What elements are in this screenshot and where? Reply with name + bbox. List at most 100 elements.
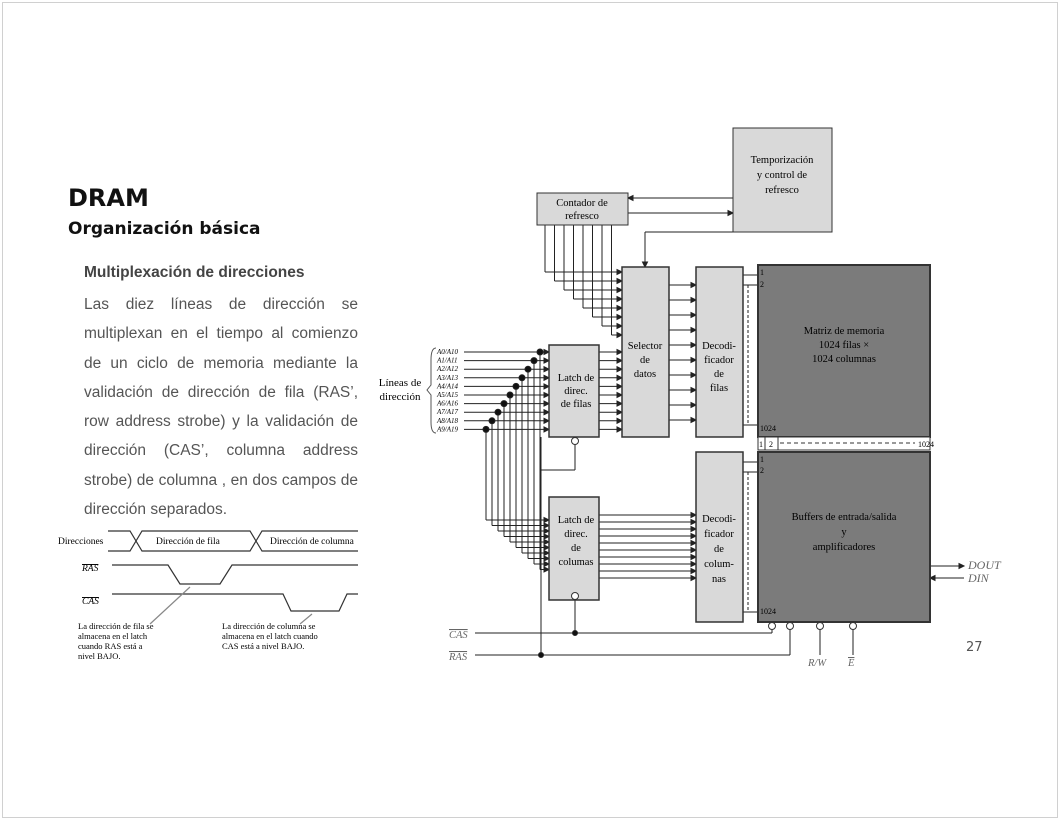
arrowhead (543, 544, 551, 551)
arrowhead (543, 566, 551, 573)
arrowhead (690, 553, 698, 561)
arrowhead (616, 400, 624, 407)
row-latch-label-line: Latch de (558, 373, 595, 384)
timing-control-label-line: Temporización (751, 155, 815, 166)
row-decoder-label-line: de (714, 369, 724, 380)
timing-field-col: Dirección de columna (270, 537, 355, 547)
arrowhead (543, 391, 551, 399)
address-line-label: A5/A15 (436, 391, 458, 399)
buffer-index-1024: 1024 (760, 607, 776, 616)
active-low-bubble (786, 622, 794, 630)
arrowhead (690, 546, 698, 554)
arrowhead (690, 281, 698, 289)
arrowhead (543, 383, 551, 390)
timing-field-row: Dirección de fila (156, 536, 221, 547)
arrowhead (543, 538, 551, 546)
io-buffers-label-line: Buffers de entrada/salida (792, 512, 897, 523)
junction-dot (488, 417, 496, 425)
slide-subtitle: Organización básica (68, 219, 261, 239)
arrowhead (690, 511, 698, 519)
timing-note-row-line: nivel BAJO. (78, 651, 121, 661)
active-low-bubble (849, 622, 857, 630)
data-selector-label-line: datos (634, 369, 656, 380)
arrowhead (690, 356, 698, 364)
timing-note-row-pointer (149, 586, 191, 625)
buffer-index-1: 1 (760, 455, 764, 464)
arrowhead (690, 560, 698, 568)
col-decoder-block (695, 451, 744, 623)
memory-matrix-label-line: 1024 filas × (819, 340, 869, 351)
address-line-label: A6/A16 (436, 400, 458, 408)
active-low-bubble (571, 437, 579, 445)
active-low-bubble (768, 622, 776, 630)
address-lines-label-2: dirección (380, 391, 421, 403)
col-decoder-label-line: nas (712, 574, 726, 585)
refresh-counter-block (536, 192, 629, 226)
page-number: 27 (966, 640, 983, 655)
col-decoder-label-line: Decodi- (702, 514, 736, 525)
col-latch-label-line: Latch de (558, 515, 595, 526)
data-selector-label-line: de (640, 355, 650, 366)
arrowhead (616, 313, 624, 321)
address-line-label: A4/A14 (436, 382, 458, 390)
arrowhead (543, 357, 551, 364)
arrowhead (690, 574, 698, 582)
arrowhead (690, 532, 698, 540)
junction-dot (494, 408, 502, 416)
strip-index-1024: 1024 (918, 440, 934, 449)
arrowhead (616, 277, 624, 285)
timing-control-label-line: refresco (765, 185, 799, 196)
arrowhead (616, 391, 624, 399)
timing-note-row-line: cuando RAS está a (78, 641, 143, 651)
arrowhead (690, 401, 698, 409)
data-selector-block (621, 266, 670, 438)
timing-label-direcciones: Direcciones (58, 537, 104, 547)
ras-label: RAS (448, 652, 468, 663)
refresh-counter-label-line: refresco (565, 211, 599, 222)
arrowhead (727, 209, 735, 217)
active-low-bubble (816, 622, 824, 630)
arrowhead (543, 408, 551, 416)
junction-dot (530, 357, 538, 365)
timing-ras-waveform (112, 564, 358, 585)
junction-dot (538, 652, 544, 658)
arrowhead (543, 555, 551, 562)
arrowhead (543, 365, 551, 373)
arrowhead (616, 365, 624, 373)
row-latch-label-line: de filas (561, 399, 592, 410)
arrowhead (690, 518, 698, 526)
row-latch-label-line: direc. (564, 386, 588, 397)
arrowhead (543, 533, 551, 540)
junction-dot (524, 365, 532, 373)
col-latch-label-line: direc. (564, 529, 588, 540)
junction-dot (506, 391, 514, 399)
io-buffers-label-line: amplificadores (813, 542, 875, 553)
row-decoder-label-line: Decodi- (702, 341, 736, 352)
timing-note-col-pointer (299, 613, 313, 625)
timing-note-row-line: almacena en el latch (78, 631, 148, 641)
arrowhead (690, 341, 698, 349)
matrix-index-2: 2 (760, 280, 764, 289)
row-decoder-label-line: filas (710, 383, 728, 394)
arrowhead (543, 516, 551, 524)
arrowhead (690, 525, 698, 533)
arrowhead (616, 426, 624, 433)
junction-dot (536, 348, 544, 356)
timing-col-field (255, 530, 358, 552)
dout-label: DOUT (967, 558, 1002, 572)
arrowhead (616, 322, 624, 330)
matrix-index-1: 1 (760, 268, 764, 277)
arrowhead (690, 311, 698, 319)
io-buffers-label-line: y (841, 527, 847, 538)
arrowhead (690, 567, 698, 575)
address-line-label: A9/A19 (436, 425, 458, 433)
arrowhead (616, 348, 624, 356)
col-latch-label-line: columas (559, 557, 594, 568)
arrowhead (543, 527, 551, 535)
e-label: E (847, 658, 855, 669)
timing-note-col-line: almacena en el latch cuando (222, 631, 318, 641)
slide-title: DRAM (68, 184, 149, 212)
timing-label-cas: CAS (82, 597, 99, 607)
buffer-index-2: 2 (760, 466, 764, 475)
